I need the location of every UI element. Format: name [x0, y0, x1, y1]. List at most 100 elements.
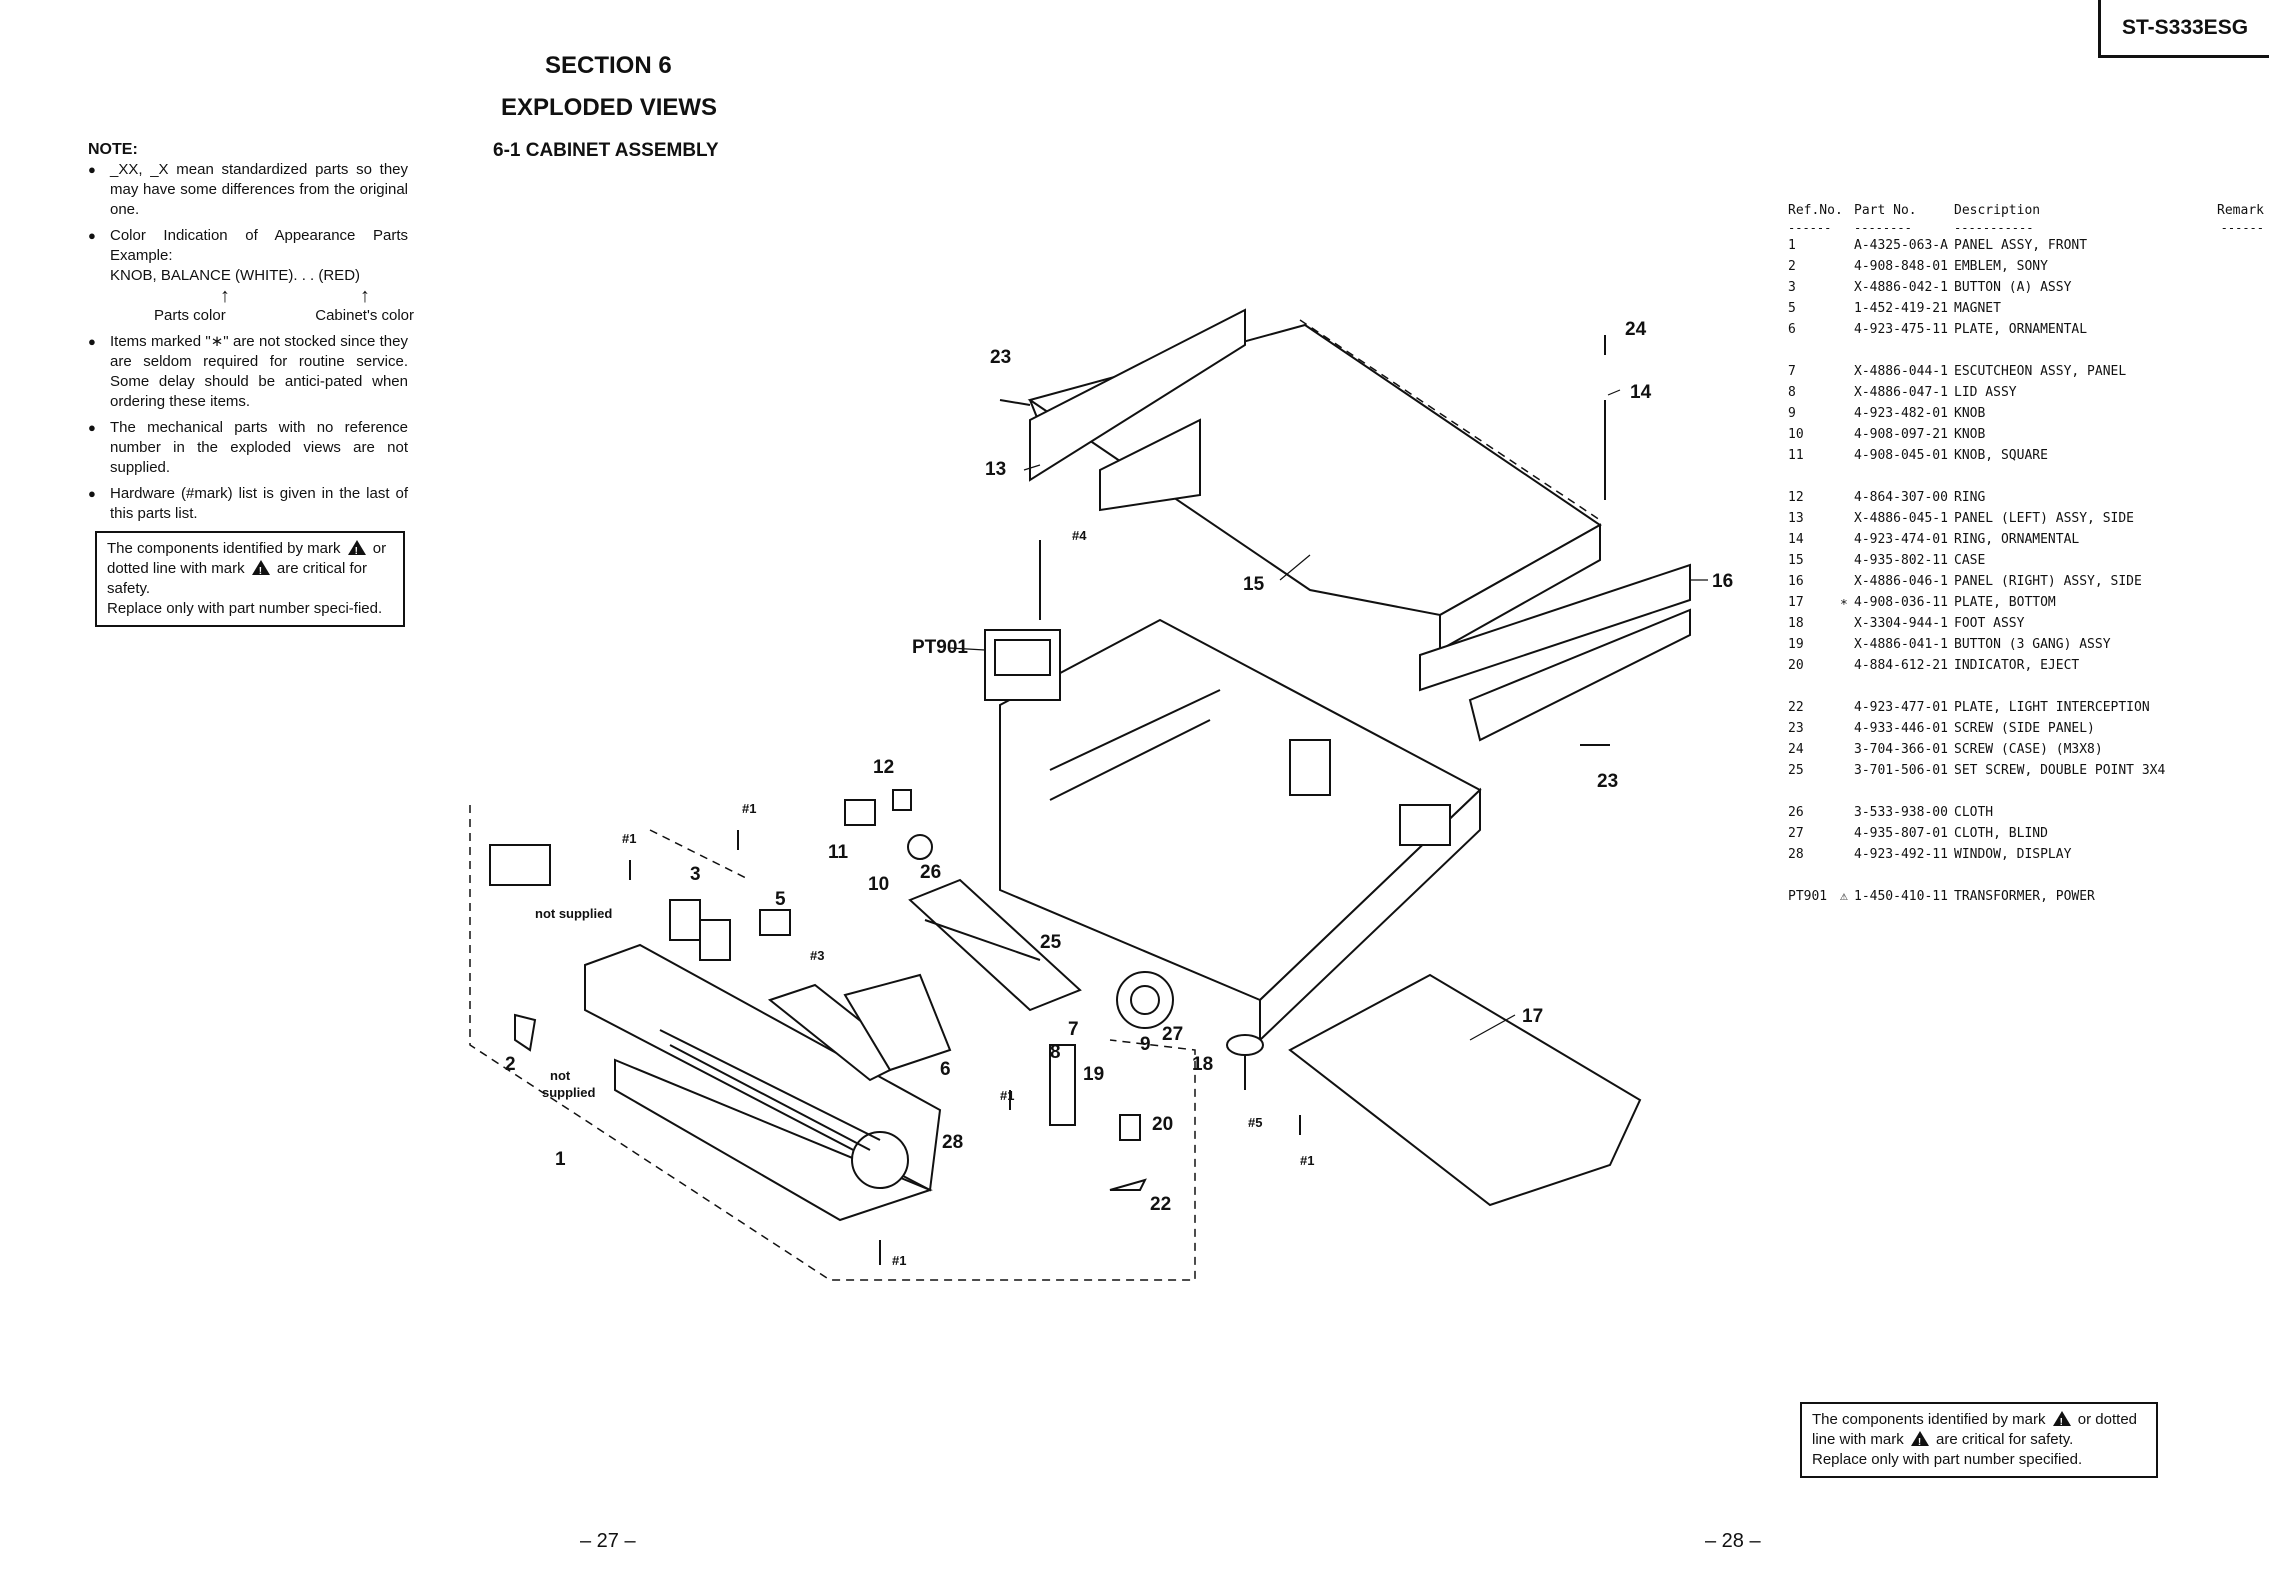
parts-number: X-3304-944-1	[1854, 616, 1948, 631]
parts-number: 4-935-807-01	[1854, 826, 1948, 841]
right-side-panel	[1419, 563, 1691, 742]
parts-number: A-4325-063-A	[1854, 238, 1948, 253]
part-ref-label: 13	[985, 459, 1006, 480]
parts-number: 3-533-938-00	[1854, 805, 1948, 820]
part-ref-label: 8	[1050, 1042, 1061, 1063]
parts-description: PLATE, BOTTOM	[1954, 595, 2056, 610]
parts-row: 11 4-908-045-01 KNOB, SQUARE	[1788, 445, 2264, 466]
safety-text: or dotted	[2077, 1411, 2138, 1428]
parts-description: INDICATOR, EJECT	[1954, 658, 2080, 673]
parts-ref: 3	[1788, 280, 1796, 295]
page-number-right: – 28 –	[1705, 1530, 1761, 1552]
part-ref-label: 28	[942, 1132, 963, 1153]
parts-number: X-4886-045-1	[1854, 511, 1948, 526]
hardware-label: #3	[810, 948, 824, 963]
parts-description: FOOT ASSY	[1954, 616, 2025, 631]
parts-ref: 13	[1788, 511, 1804, 526]
parts-table: Ref.No. Part No. Description Remark ----…	[1788, 200, 2264, 907]
note-item-text: Color Indication of Appearance Parts Exa…	[110, 227, 408, 264]
note-item: Color Indication of Appearance Parts Exa…	[88, 226, 414, 326]
parts-number: 4-933-446-01	[1854, 721, 1948, 736]
parts-ref: 18	[1788, 616, 1804, 631]
parts-description: TRANSFORMER, POWER	[1954, 889, 2095, 904]
dashed-group-outline	[469, 319, 1601, 1281]
warning-triangle-icon	[347, 540, 366, 562]
hardware-label: #5	[1248, 1115, 1262, 1130]
part-ref-label: 9	[1140, 1034, 1151, 1055]
parts-ref: 10	[1788, 427, 1804, 442]
parts-description: KNOB, SQUARE	[1954, 448, 2048, 463]
parts-description: PANEL ASSY, FRONT	[1954, 238, 2088, 253]
not-supplied-label: supplied	[542, 1085, 596, 1100]
parts-description: SCREW (SIDE PANEL)	[1954, 721, 2095, 736]
front-panel	[584, 943, 942, 1222]
parts-number: 4-908-036-11	[1854, 595, 1948, 610]
parts-row: 27 4-935-807-01 CLOTH, BLIND	[1788, 823, 2264, 844]
parts-number: 1-452-419-21	[1854, 301, 1948, 316]
parts-description: PLATE, LIGHT INTERCEPTION	[1954, 700, 2150, 715]
parts-ref: 26	[1788, 805, 1804, 820]
left-side-panel	[1029, 308, 1246, 512]
warning-triangle-icon	[251, 560, 270, 582]
parts-ref: 25	[1788, 763, 1804, 778]
parts-description: SET SCREW, DOUBLE POINT 3X4	[1954, 763, 2166, 778]
up-arrows: ↑↑	[220, 286, 370, 306]
header-remark: Remark	[2217, 203, 2264, 218]
part-ref-label: 7	[1068, 1019, 1079, 1040]
parts-ref: 2	[1788, 259, 1796, 274]
note-item: _XX, _X mean standardized parts so they …	[88, 160, 408, 220]
parts-number: 3-704-366-01	[1854, 742, 1948, 757]
parts-number: X-4886-046-1	[1854, 574, 1948, 589]
safety-text: The components identified by mark	[107, 540, 341, 557]
part-ref-label: 15	[1243, 574, 1265, 595]
parts-number: 4-908-848-01	[1854, 259, 1948, 274]
part-ref-label: 27	[1162, 1024, 1183, 1045]
small-parts	[489, 789, 1264, 1191]
parts-table-header: Ref.No. Part No. Description Remark	[1788, 200, 2264, 221]
parts-ref: 9	[1788, 406, 1796, 421]
header-ref: Ref.No.	[1788, 203, 1843, 218]
part-ref-label: 19	[1083, 1064, 1104, 1085]
parts-number: 4-923-474-01	[1854, 532, 1948, 547]
part-ref-label: 6	[940, 1059, 951, 1080]
parts-number: 4-923-475-11	[1854, 322, 1948, 337]
parts-description: RING, ORNAMENTAL	[1954, 532, 2080, 547]
parts-description: BUTTON (A) ASSY	[1954, 280, 2072, 295]
parts-number: 4-908-045-01	[1854, 448, 1948, 463]
parts-row: 10 4-908-097-21 KNOB	[1788, 424, 2264, 445]
safety-text: are critical for safety.	[107, 560, 367, 597]
parts-number: X-4886-041-1	[1854, 637, 1948, 652]
color-labels: Parts color Cabinet's color	[154, 306, 414, 326]
up-arrow-icon: ↑	[360, 285, 370, 307]
parts-description: KNOB	[1954, 427, 1986, 442]
parts-number: 4-908-097-21	[1854, 427, 1948, 442]
parts-ref: 11	[1788, 448, 1804, 463]
leader-lines	[949, 389, 1708, 1041]
parts-ref: 6	[1788, 322, 1796, 337]
section-subtitle: EXPLODED VIEWS	[501, 94, 718, 121]
parts-description: EMBLEM, SONY	[1954, 259, 2048, 274]
part-ref-label: 12	[873, 757, 894, 778]
parts-ref: 27	[1788, 826, 1804, 841]
cabinet-color-label: Cabinet's color	[315, 307, 414, 324]
part-ref-label: 3	[690, 864, 701, 885]
parts-description: KNOB	[1954, 406, 1986, 421]
safety-text: The components identified by mark	[1812, 1411, 2046, 1428]
parts-description: CLOTH, BLIND	[1954, 826, 2048, 841]
subsection-title: 6-1 CABINET ASSEMBLY	[493, 140, 719, 161]
parts-number: X-4886-047-1	[1854, 385, 1948, 400]
hardware-label: #4	[1072, 528, 1087, 543]
screws	[629, 335, 1610, 1265]
